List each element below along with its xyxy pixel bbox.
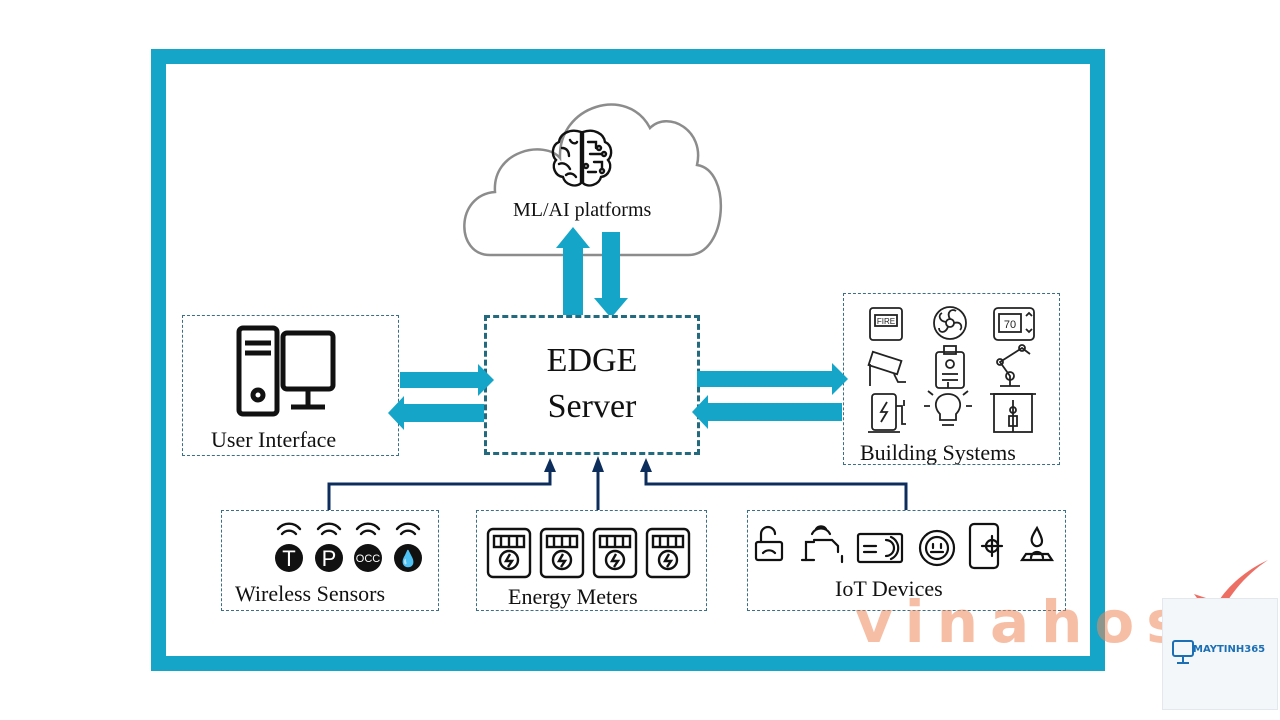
computer-icon — [236, 325, 336, 417]
arrow-down-from-cloud — [594, 232, 628, 318]
temperature-sensor-icon — [275, 544, 303, 572]
watermark-text: vinahost — [855, 588, 1233, 656]
energy-meter-icons — [486, 527, 691, 579]
iot-devices-label: IoT Devices — [835, 576, 943, 601]
badge-drop: 💧 — [398, 549, 418, 568]
edge-subtitle: Server — [547, 388, 637, 425]
energy-meter-icon-2 — [539, 527, 585, 579]
logo-text: MAYTINH365 — [1193, 644, 1266, 655]
energy-meters-label: Energy Meters — [508, 584, 638, 609]
smart-lock-icon — [754, 525, 784, 562]
energy-meter-icon-3 — [592, 527, 638, 579]
badge-occ: OCC — [356, 553, 381, 565]
building-systems-box — [843, 293, 1060, 465]
fire-alarm-icon — [869, 307, 903, 341]
light-bulb-icon — [924, 382, 972, 426]
arrow-edge-to-ui — [388, 396, 484, 430]
monitor-logo-icon — [1172, 640, 1194, 664]
smart-card-icon — [856, 532, 904, 564]
badge-t: T — [282, 546, 295, 571]
water-sensor-icon — [394, 544, 422, 572]
occupancy-sensor-icon — [354, 544, 382, 572]
wireless-sensor-icons: T P OCC 💧 — [275, 522, 422, 572]
wireless-sensors-label: Wireless Sensors — [235, 581, 386, 606]
connector-sensors — [327, 470, 552, 510]
building-systems-icons: FIRE 70 — [867, 306, 1036, 433]
arrow-up-to-cloud — [556, 227, 590, 315]
user-interface-label: User Interface — [211, 427, 337, 452]
id-badge-icon — [935, 345, 965, 389]
arrow-ui-to-edge — [400, 364, 494, 396]
energy-meter-icon-1 — [486, 527, 532, 579]
connector-iot — [644, 470, 908, 510]
thermostat-text: 70 — [1004, 319, 1016, 331]
fire-sign-text: FIRE — [877, 317, 895, 326]
pressure-sensor-icon — [315, 544, 343, 572]
energy-meter-icon-4 — [645, 527, 691, 579]
ev-charger-icon — [868, 393, 906, 433]
smart-plug-icon — [918, 529, 956, 567]
smart-faucet-icon — [800, 525, 844, 564]
cloud-label: ML/AI platforms — [513, 199, 652, 221]
robot-arm-icon — [996, 344, 1031, 387]
building-systems-label: Building Systems — [860, 440, 1016, 465]
edge-title: EDGE — [546, 342, 638, 379]
iot-devices-box — [747, 510, 1066, 611]
iot-device-icons — [754, 522, 1055, 570]
maytinh365-logo: MAYTINH365 — [1162, 598, 1278, 710]
arrow-edge-to-building — [697, 363, 848, 395]
hvac-fan-icon — [933, 306, 967, 340]
elevator-icon — [990, 393, 1036, 433]
brain-icon — [551, 129, 613, 187]
security-camera-icon — [867, 350, 906, 386]
leak-detector-icon — [1019, 525, 1055, 562]
thermostat-icon — [993, 307, 1035, 341]
badge-p: P — [322, 546, 337, 571]
smart-phone-icon — [968, 522, 1004, 570]
arrow-building-to-edge — [692, 395, 842, 429]
